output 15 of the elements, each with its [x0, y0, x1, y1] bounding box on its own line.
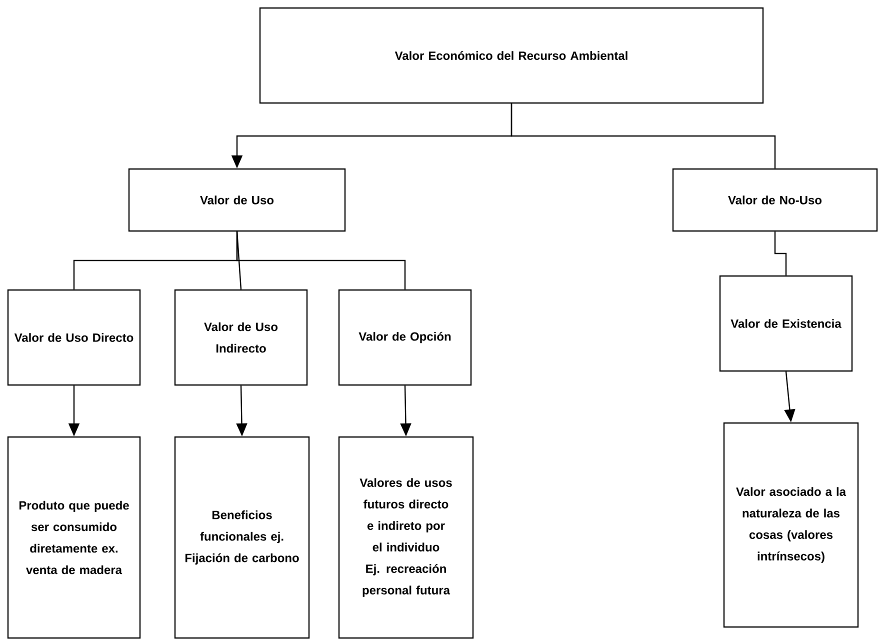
- category-box: Valor de Uso: [128, 168, 346, 232]
- value-box: Valor de Uso Directo: [7, 289, 141, 386]
- connector: [510, 104, 776, 168]
- category-box: Valor de No-Uso: [672, 168, 878, 232]
- connector: [774, 232, 787, 276]
- root-box: Valor Económico del Recurso Ambiental: [259, 7, 764, 104]
- description-box: Produto que puede ser consumido diretamente ex. venta de madera: [7, 436, 141, 639]
- description-box: Valor asociado a la naturaleza de las cosas (valores intrínsecos): [723, 422, 859, 628]
- description-box: Beneficios funcionales ej. Fijación de carbono: [174, 436, 310, 639]
- connector: [236, 232, 406, 290]
- description-box: Valores de usos futuros directo e indireto por el individuo Ej. recreación personal futura: [338, 436, 474, 639]
- connector: [236, 232, 242, 290]
- value-box: Valor de Existencia: [719, 275, 853, 372]
- value-box: Valor de Uso Indirecto: [174, 289, 308, 386]
- value-box: Valor de Opción: [338, 289, 472, 386]
